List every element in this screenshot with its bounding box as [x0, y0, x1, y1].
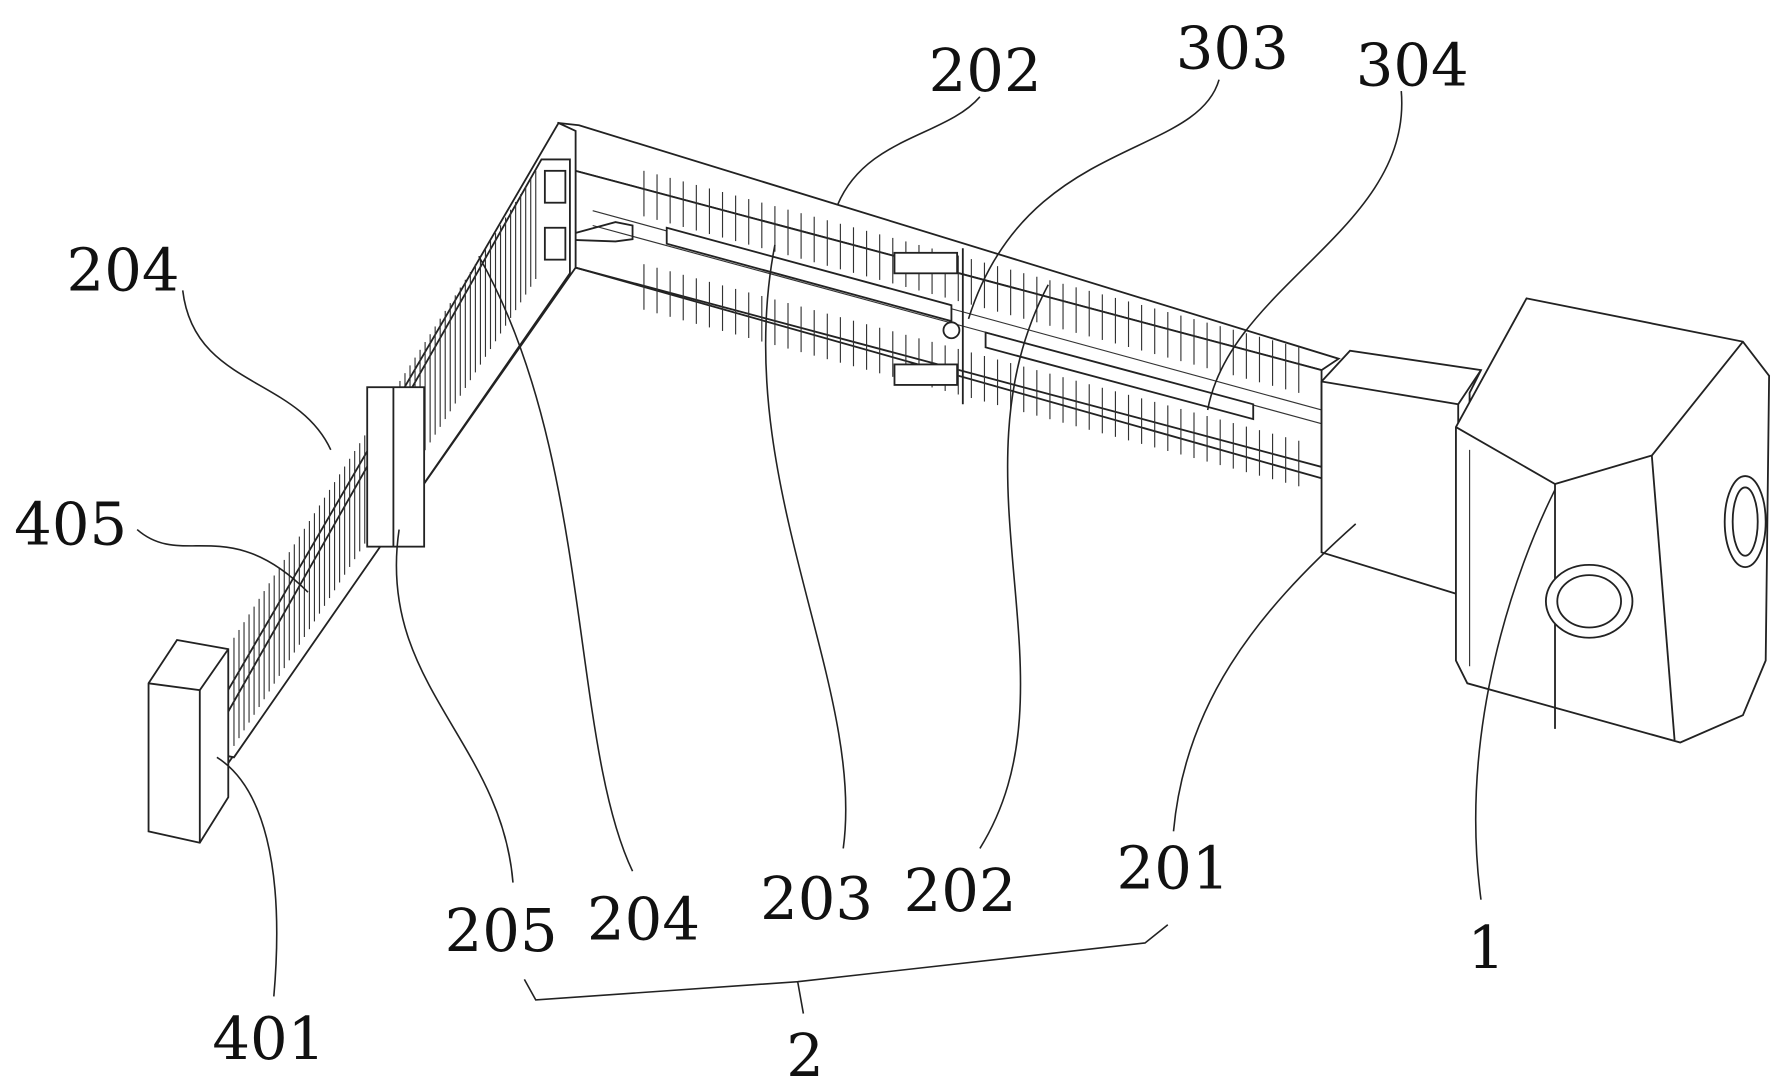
short-arm: [194, 123, 576, 763]
label-202-bottom: 202: [904, 856, 1017, 925]
label-203: 203: [760, 864, 873, 933]
hinge-joint: [943, 322, 959, 338]
label-401: 401: [212, 1004, 325, 1073]
label-204-bottom: 204: [587, 885, 700, 954]
long-arm: [553, 123, 1339, 486]
label-405: 405: [14, 489, 127, 558]
end-block: [149, 640, 229, 843]
label-204-left: 204: [67, 235, 180, 304]
main-housing: [1456, 298, 1769, 742]
callout-labels: 202 303 304 204 405 205 204 203 202 201 …: [14, 13, 1505, 1090]
label-2: 2: [786, 1021, 824, 1090]
label-205: 205: [445, 896, 558, 965]
label-303: 303: [1176, 13, 1289, 82]
label-201: 201: [1117, 833, 1230, 902]
label-304: 304: [1356, 30, 1469, 99]
label-1: 1: [1467, 913, 1505, 982]
label-202-top: 202: [929, 36, 1042, 105]
